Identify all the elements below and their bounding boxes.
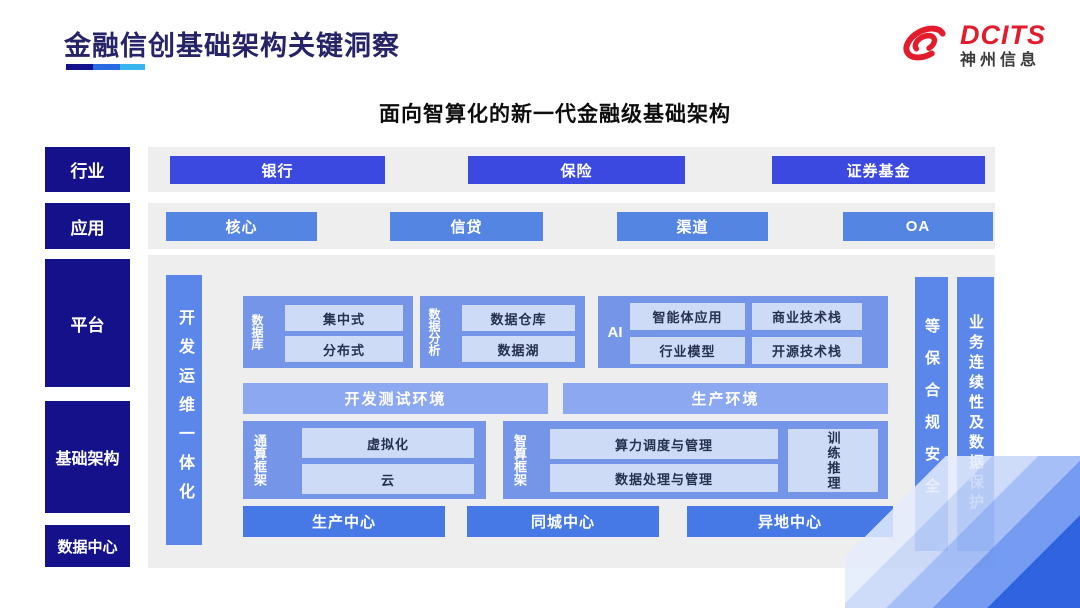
ai-framework-item-data-mgmt: 数据处理与管理 — [550, 464, 778, 492]
application-item-channel: 渠道 — [617, 212, 768, 241]
analytics-item-warehouse: 数据仓库 — [462, 305, 575, 331]
logo-brand-text: DCITS — [960, 20, 1046, 51]
application-item-credit: 信贷 — [390, 212, 543, 241]
analytics-item-lake: 数据湖 — [462, 336, 575, 362]
ai-item-industry-models: 行业模型 — [630, 337, 745, 364]
ai-framework-item-scheduling: 算力调度与管理 — [550, 429, 778, 459]
application-item-oa: OA — [843, 212, 993, 241]
row-label-infrastructure: 基础架构 — [45, 401, 130, 513]
general-framework-block: 通算框架 虚拟化 云 — [243, 421, 486, 499]
dcits-swirl-icon — [898, 16, 952, 75]
general-item-cloud: 云 — [302, 464, 474, 494]
analytics-block: 数据分析 数据仓库 数据湖 — [420, 296, 585, 368]
database-item-distributed: 分布式 — [285, 336, 403, 362]
title-underline — [66, 64, 145, 70]
application-band: 核心 信贷 渠道 OA — [148, 203, 995, 249]
industry-item-insurance: 保险 — [468, 156, 685, 184]
industry-item-securities: 证券基金 — [772, 156, 985, 184]
row-label-application: 应用 — [45, 203, 130, 249]
general-framework-label: 通算框架 — [252, 434, 267, 486]
database-block: 数据库 集中式 分布式 — [243, 296, 413, 368]
database-item-centralized: 集中式 — [285, 305, 403, 331]
ai-block-label: AI — [607, 323, 623, 341]
page-title: 金融信创基础架构关键洞察 — [64, 31, 400, 61]
industry-band: 银行 保险 证券基金 — [148, 147, 995, 192]
ai-item-commercial-stack: 商业技术栈 — [752, 303, 862, 330]
dev-test-env-bar: 开发测试环境 — [243, 383, 548, 414]
general-item-virtualization: 虚拟化 — [302, 428, 474, 458]
logo: DCITS 神州信息 — [898, 16, 1046, 75]
database-block-label: 数据库 — [250, 314, 264, 350]
application-item-core: 核心 — [166, 212, 317, 241]
row-label-datacenter: 数据中心 — [45, 525, 130, 567]
devops-vertical-bar: 开发运维一体化 — [166, 275, 202, 545]
ai-framework-label: 智算框架 — [512, 434, 527, 486]
analytics-block-label: 数据分析 — [427, 308, 441, 356]
logo-company-text: 神州信息 — [960, 51, 1041, 69]
industry-item-bank: 银行 — [170, 156, 385, 184]
center-same-city: 同城中心 — [467, 506, 659, 537]
ai-item-agent-apps: 智能体应用 — [630, 303, 745, 330]
ai-framework-block: 智算框架 算力调度与管理 数据处理与管理 训练推理 — [503, 421, 888, 499]
row-label-platform: 平台 — [45, 259, 130, 387]
row-label-industry: 行业 — [45, 147, 130, 192]
ai-item-opensource-stack: 开源技术栈 — [752, 337, 862, 364]
diagram-subtitle: 面向智算化的新一代金融级基础架构 — [379, 103, 731, 126]
corner-decoration — [845, 456, 1080, 608]
ai-block: AI 智能体应用 商业技术栈 行业模型 开源技术栈 — [598, 296, 888, 368]
center-production: 生产中心 — [243, 506, 445, 537]
production-env-bar: 生产环境 — [563, 383, 888, 414]
